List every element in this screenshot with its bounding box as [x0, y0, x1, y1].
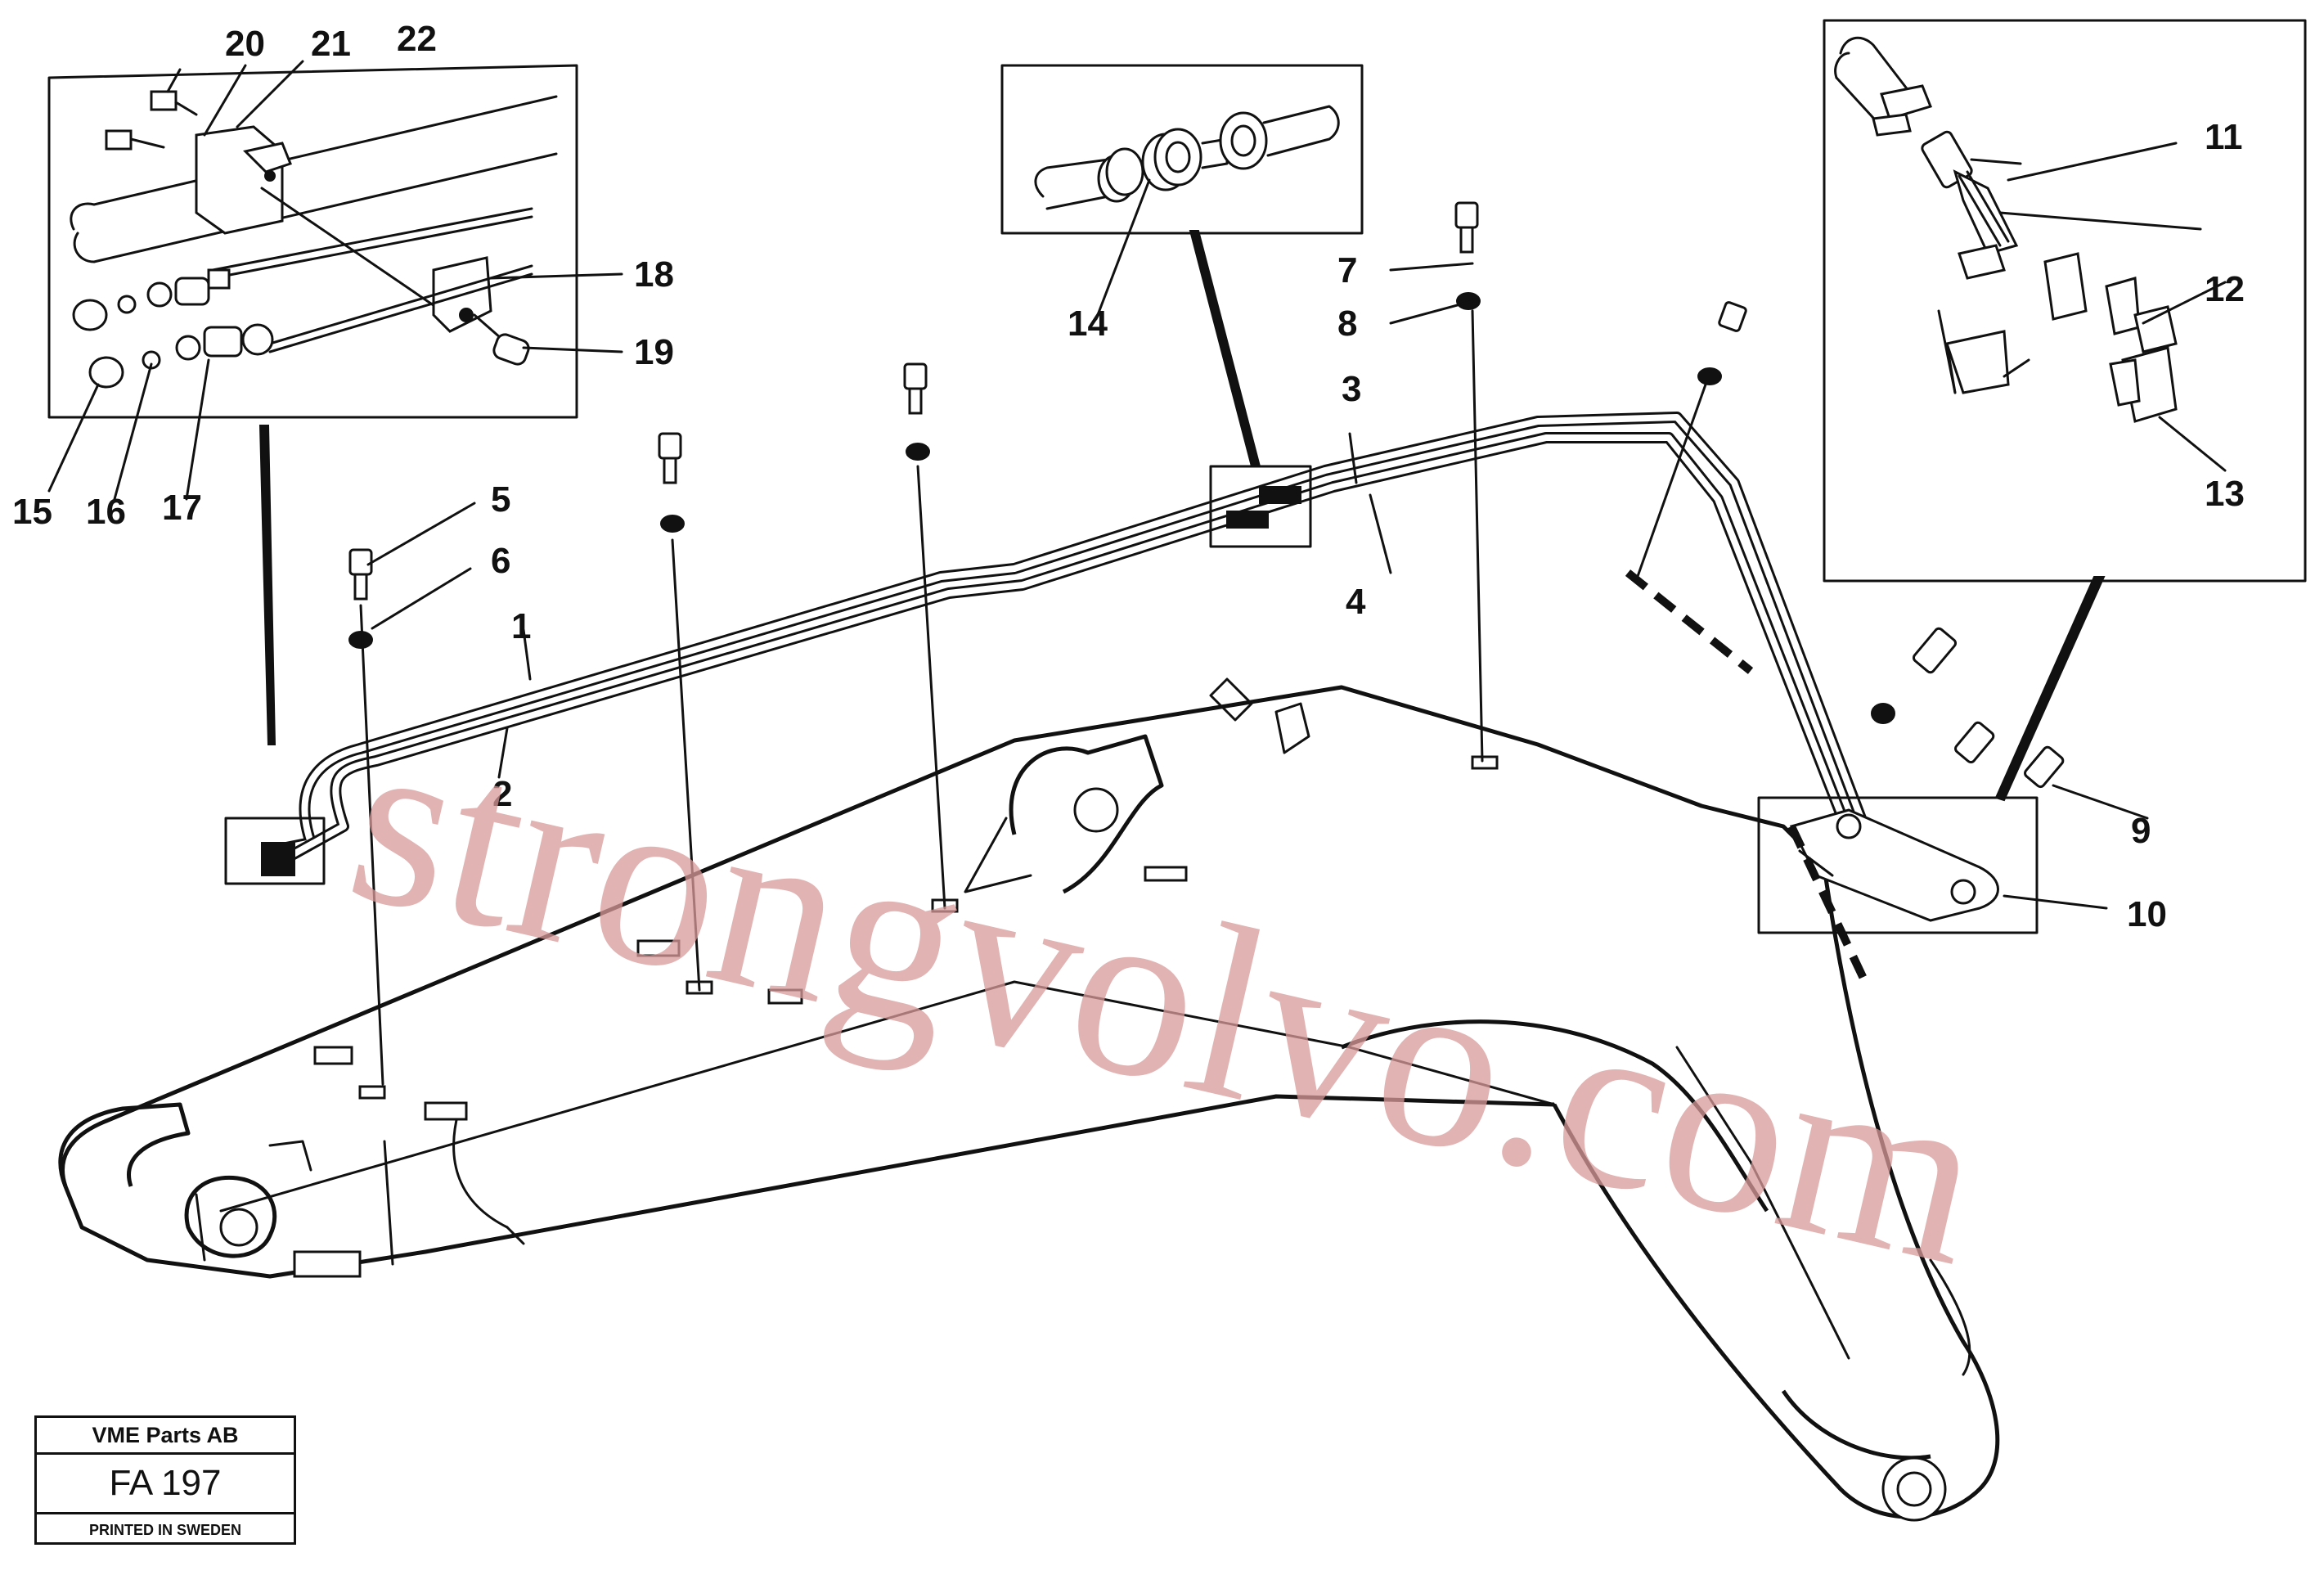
callout-12: 12 [2205, 269, 2245, 309]
callout-4: 4 [1346, 582, 1366, 622]
inset-leaders [258, 230, 2106, 802]
callout-16: 16 [86, 492, 126, 532]
callout-6: 6 [491, 541, 510, 581]
callout-14: 14 [1068, 304, 1108, 344]
inset-clamp-detail [47, 60, 623, 501]
callout-2: 2 [492, 774, 512, 814]
bracket-bolts [1871, 627, 2065, 789]
inset-coupling-detail [1000, 64, 1364, 321]
callout-19: 19 [634, 332, 674, 372]
printed-note: PRINTED IN SWEDEN [88, 1522, 241, 1538]
clamp-bolt-column-b [658, 432, 701, 992]
company-name: VME Parts AB [37, 1418, 294, 1455]
callout-21: 21 [311, 24, 351, 64]
callout-18: 18 [634, 254, 674, 295]
callout-9: 9 [2131, 811, 2151, 851]
title-block: VME Parts AB FA 197 PRINTED IN SWEDEN [34, 1415, 296, 1545]
callout-7: 7 [1337, 250, 1357, 290]
end-bracket [1789, 808, 1999, 922]
clamp-bolt-column-d [1454, 201, 1484, 763]
figure-code: FA 197 [37, 1455, 294, 1514]
clamp-bolt-column-c [903, 362, 946, 910]
callout-5: 5 [491, 479, 510, 520]
clamp-bolt-column-a [348, 548, 384, 1086]
callout-8: 8 [1337, 304, 1357, 344]
callout-3: 3 [1342, 369, 1361, 409]
callout-13: 13 [2205, 474, 2245, 514]
inset-bracket-detail [1823, 19, 2307, 583]
main-leaders [366, 262, 2149, 910]
callout-22: 22 [397, 19, 437, 59]
pipe-assembly [261, 412, 1879, 876]
callout-10: 10 [2127, 894, 2167, 934]
callout-20: 20 [225, 24, 265, 64]
callout-labels: 1 2 3 4 5 6 7 8 9 10 11 12 13 14 15 16 1… [12, 19, 2245, 934]
callout-17: 17 [162, 488, 202, 528]
callout-1: 1 [511, 606, 531, 646]
clamp-bolt-column-e [1634, 301, 1747, 583]
callout-11: 11 [2205, 117, 2243, 157]
callout-15: 15 [12, 492, 52, 532]
boom-body [58, 677, 2000, 1522]
